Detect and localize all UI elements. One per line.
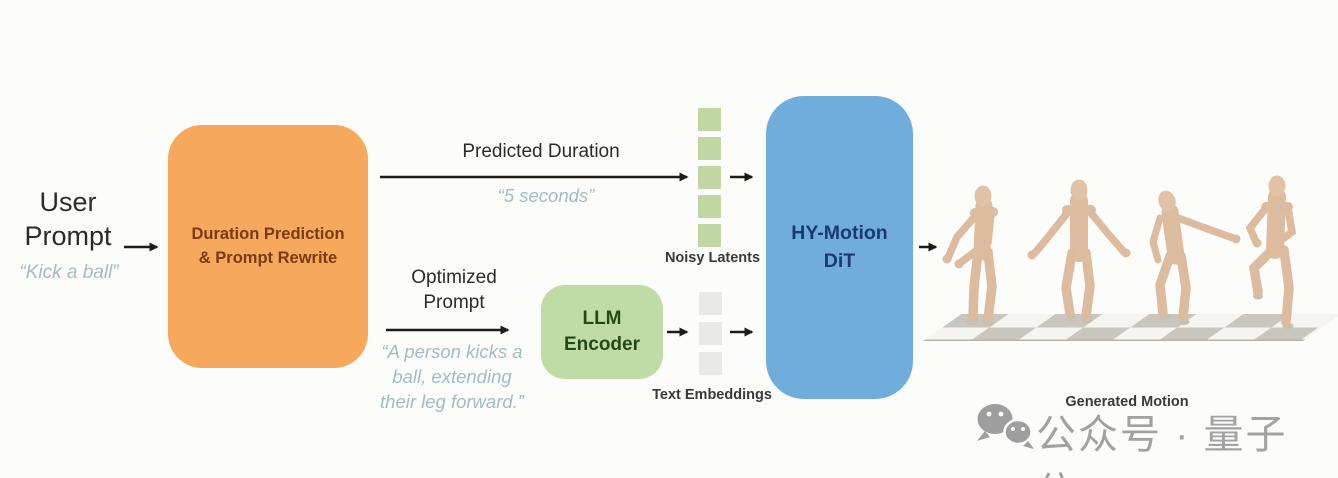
motion-figure-1: [942, 185, 998, 327]
generated-motion-label: Generated Motion: [1065, 394, 1189, 410]
duration-prediction-label: Duration Prediction & Prompt Rewrite: [191, 224, 345, 267]
checkerboard-floor: [923, 314, 1338, 341]
llm-encoder-box: LLM Encoder: [541, 285, 663, 379]
motion-figure-4: [1245, 175, 1297, 330]
motion-figure-3: [1149, 190, 1241, 326]
hy-motion-dit-box: HY-Motion DiT: [766, 96, 913, 399]
watermark-text: 公众号 · 量子位: [1036, 413, 1288, 478]
text-embeddings-label: Text Embeddings: [652, 387, 772, 403]
noisy-latent-square: [698, 108, 721, 131]
noisy-latent-square: [698, 195, 721, 218]
noisy-latent-square: [698, 224, 721, 247]
llm-encoder-label: LLM Encoder: [563, 308, 641, 355]
motion-figure-2: [1027, 179, 1131, 324]
noisy-latents-label: Noisy Latents: [664, 250, 761, 266]
noisy-latent-square: [698, 166, 721, 189]
optimized-prompt-label: Optimized Prompt: [411, 267, 497, 313]
text-embedding-square: [699, 292, 722, 315]
duration-prediction-box: Duration Prediction & Prompt Rewrite: [168, 125, 368, 368]
optimized-prompt-quote: “A person kicks a ball, extending their …: [380, 341, 524, 412]
predicted-duration-label: Predicted Duration: [462, 141, 620, 162]
text-embedding-square: [699, 352, 722, 375]
user-prompt-quote: “Kick a ball”: [19, 262, 119, 283]
text-embedding-square: [699, 322, 722, 345]
noisy-latent-square: [698, 137, 721, 160]
user-prompt-label: User Prompt: [24, 187, 112, 251]
text-embeddings-stack: [699, 292, 722, 382]
wechat-icon: [977, 404, 1034, 449]
hy-motion-dit-label: HY-Motion DiT: [791, 222, 888, 272]
predicted-duration-quote: “5 seconds”: [497, 185, 595, 206]
noisy-latents-stack: [698, 108, 721, 253]
